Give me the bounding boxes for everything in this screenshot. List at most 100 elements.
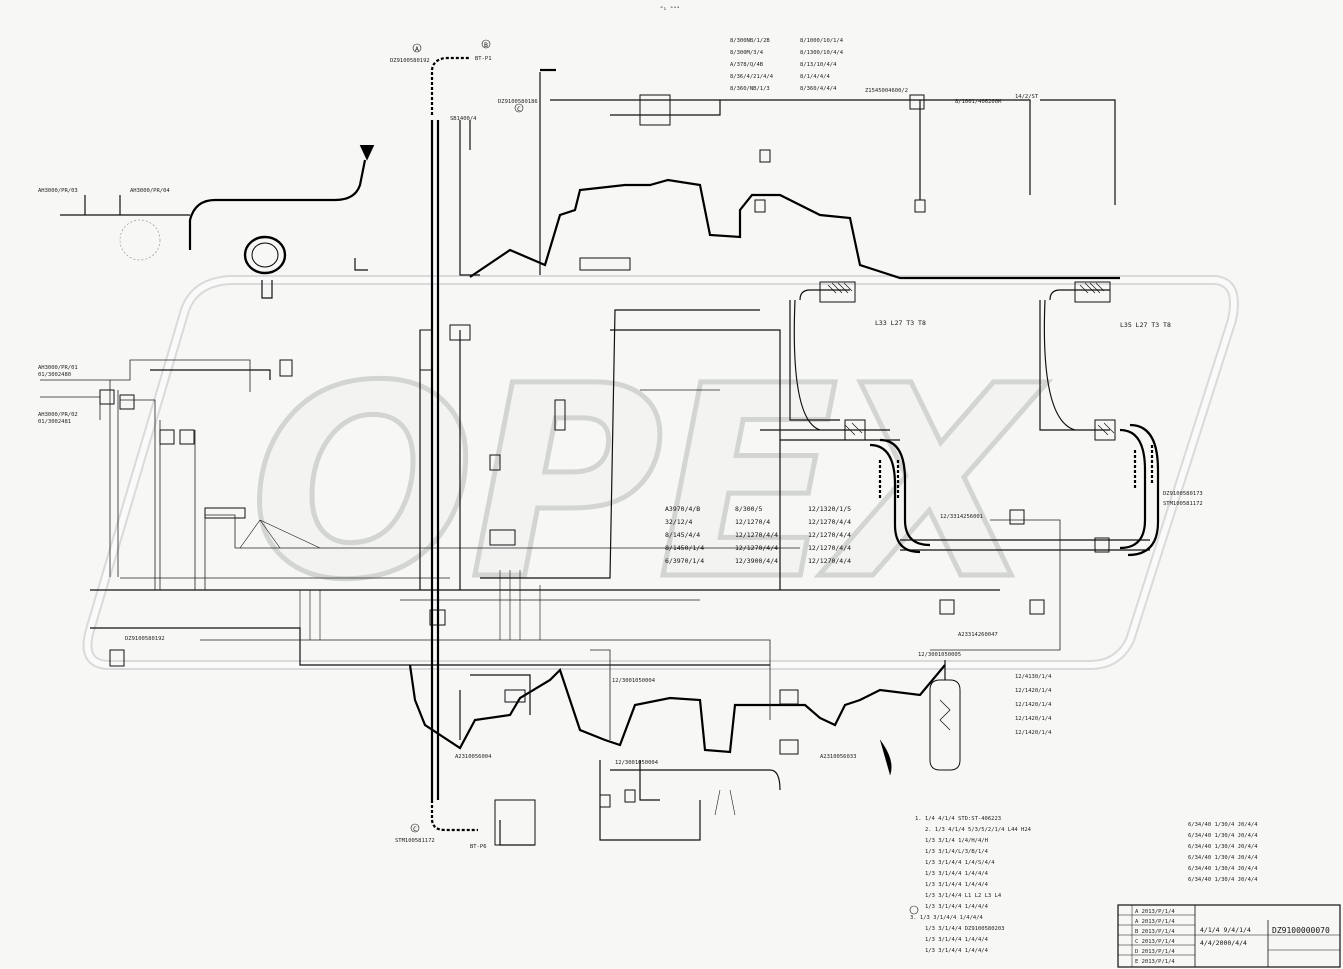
label-detail-a: A xyxy=(415,45,419,53)
list-item: 8/1300/10/4/4 xyxy=(800,50,844,56)
bottom-right-list: 6/34/40 1/30/4 J0/4/4 6/34/40 1/30/4 J0/… xyxy=(1188,822,1258,883)
label-right-pipe-code-2: STM100581172 xyxy=(1163,501,1203,507)
note-line: 1/3 3/1/4/4 L1 L2 L3 L4 xyxy=(925,893,1002,899)
table-cell: 12/1270/4/4 xyxy=(735,544,778,552)
dimension-ticks xyxy=(239,144,892,816)
watermark-text: OPEX xyxy=(250,330,1048,638)
label-top-right-code: Z1545004600/2 xyxy=(865,88,908,94)
list-item: 12/1420/1/4 xyxy=(1015,730,1052,736)
list-item: 8/1/4/4/4 xyxy=(800,74,830,80)
notes-block: 1. 1/4 4/1/4 STD:ST-406223 2. 1/3 4/1/4 … xyxy=(909,816,1032,954)
list-item: 8/36/4/21/4/4 xyxy=(730,74,774,80)
title-block-drawing-no: DZ9100000070 xyxy=(1272,926,1330,935)
list-item: 8/300NB/1/2B xyxy=(730,38,770,44)
list-item: 8/360/NB/1/3 xyxy=(730,86,770,92)
label-pipe-code-top: DZ9100580192 xyxy=(390,58,430,64)
list-item: 01/3002481 xyxy=(38,419,71,425)
top-center-list: 8/300NB/1/2B 8/300M/3/4 A/378/Q/4B 8/36/… xyxy=(730,38,844,92)
list-item: 8/13/10/4/4 xyxy=(800,62,837,68)
note-line: 1/3 3/1/4/4 1/4/S/4/4 xyxy=(925,860,995,866)
list-item: AH3000/PR/04 xyxy=(130,188,170,194)
list-item: AH3000/PR/02 xyxy=(38,412,78,418)
title-block: DZ9100000070 4/1/4 9/4/1/4 4/4/2000/4/4 … xyxy=(1117,904,1341,968)
list-item: 12/1420/1/4 xyxy=(1015,716,1052,722)
label-top-right-valve: 8/1001/406200M xyxy=(955,99,1002,105)
note-line: 1/3 3/1/4/4 DZ9100580203 xyxy=(925,926,1004,932)
note-line: 2. 1/3 4/1/4 5/3/5/2/1/4 L44 H24 xyxy=(925,827,1032,833)
title-block-row: C 2013/P/1/4 xyxy=(1135,939,1175,945)
title-block-row: B 2013/P/1/4 xyxy=(1135,929,1175,935)
list-item: AH3000/PR/01 xyxy=(38,365,78,371)
label-bottom-code-3: A2310056004 xyxy=(455,754,492,760)
title-block-row: A 2013/P/1/4 xyxy=(1135,909,1175,915)
title-block-title-1: 4/1/4 9/4/1/4 xyxy=(1200,926,1251,934)
note-line: 3. 1/3 3/1/4/4 1/4/4/4 xyxy=(910,915,984,921)
list-item: 12/4130/1/4 xyxy=(1015,674,1052,680)
list-item: A/378/Q/4B xyxy=(730,62,764,68)
label-right-pipe-code-1: DZ9100580173 xyxy=(1163,491,1203,497)
list-item: 8/1000/10/1/4 xyxy=(800,38,844,44)
title-block-row: D 2013/P/1/4 xyxy=(1135,949,1175,955)
list-item: 6/34/40 1/30/4 J0/4/4 xyxy=(1188,866,1258,872)
note-line: 1/3 3/1/4/4 1/4/4/4 xyxy=(925,882,989,888)
sheet-header-mark: ᵐ₁ ᵃᵃᵃ xyxy=(660,6,680,12)
label-bottom-detail: C xyxy=(413,825,417,833)
table-cell: 12/1270/4/4 xyxy=(735,531,778,539)
label-bottom-code-5: 12/3001050005 xyxy=(918,652,961,658)
label-bottom-code-2: 12/3001050004 xyxy=(615,760,659,766)
note-line: 1/3 3/1/4/L/3/B/1/4 xyxy=(925,849,989,855)
list-item: 6/34/40 1/30/4 J0/4/4 xyxy=(1188,855,1258,861)
watermark: OPEX xyxy=(82,275,1239,670)
table-cell: 6/3970/1/4 xyxy=(665,557,704,565)
table-cell: A3970/4/B xyxy=(665,505,700,513)
list-item: 8/300M/3/4 xyxy=(730,50,764,56)
table-cell: 8/145/4/4 xyxy=(665,531,700,539)
center-table-a: A3970/4/B 32/12/4 8/145/4/4 8/1450/1/4 6… xyxy=(665,505,704,565)
label-bottom-code-4: A2310056033 xyxy=(820,754,856,760)
table-cell: 32/12/4 xyxy=(665,518,692,526)
title-block-row: E 2013/P/1/4 xyxy=(1135,959,1175,965)
list-item: AH3000/PR/03 xyxy=(38,188,78,194)
list-item: 01/3002480 xyxy=(38,372,71,378)
left-labels: AH3000/PR/01 01/3002480 AH3000/PR/02 01/… xyxy=(38,188,170,425)
list-item: 6/34/40 1/30/4 J0/4/4 xyxy=(1188,844,1258,850)
label-top-right-note: 14/2/ST xyxy=(1015,94,1039,100)
right-list: 12/4130/1/4 12/1420/1/4 12/1420/1/4 12/1… xyxy=(1015,674,1052,736)
label-right-ref-2: A23314260047 xyxy=(958,632,998,638)
top-left-pipes xyxy=(60,159,368,299)
label-bottom-part: BT-P6 xyxy=(470,844,487,850)
title-block-title-2: 4/4/2000/4/4 xyxy=(1200,939,1247,947)
hatch-blocks xyxy=(827,282,1115,436)
bottom-pipes xyxy=(430,649,961,846)
list-item: 12/1420/1/4 xyxy=(1015,688,1052,694)
list-item: 8/360/4/4/4 xyxy=(800,86,837,92)
list-item: 6/34/40 1/30/4 J0/4/4 xyxy=(1188,822,1258,828)
table-cell: 8/1450/1/4 xyxy=(665,544,704,552)
label-bottom-code: STM100581172 xyxy=(395,838,435,844)
label-detail-c: C xyxy=(517,105,521,113)
label-right-valve-2: L35 L27 T3 T8 xyxy=(1120,321,1171,329)
label-bolt: SB1400/4 xyxy=(450,116,477,122)
note-line: 1/3 3/1/4 1/4/H/4/H xyxy=(925,838,988,844)
frame-outline-bottom xyxy=(408,664,946,754)
label-right-ref-1: 12/3314256001 xyxy=(940,514,983,520)
table-cell: 12/1270/4/4 xyxy=(808,557,851,565)
list-item: 6/34/40 1/30/4 J0/4/4 xyxy=(1188,877,1258,883)
table-cell: 12/1270/4/4 xyxy=(808,531,851,539)
table-cell: 12/3900/4/4 xyxy=(735,557,778,565)
table-cell: 12/1270/4/4 xyxy=(808,518,851,526)
note-line: 1/3 3/1/4/4 1/4/4/4 xyxy=(925,948,989,954)
frame-outline-top xyxy=(469,178,1120,280)
label-detail-b: B xyxy=(484,41,488,49)
table-cell: 12/1320/1/5 xyxy=(808,505,851,513)
center-table-b: 8/300/5 12/1270/4 12/1270/4/4 12/1270/4/… xyxy=(735,505,778,565)
label-p-code: DZ9100580186 xyxy=(498,99,538,105)
note-line: 1/3 3/1/4/4 1/4/4/4 xyxy=(925,937,989,943)
label-right-valve-1: L33 L27 T3 T8 xyxy=(875,319,926,327)
label-bottom-left-pipe: DZ9100580192 xyxy=(125,636,165,642)
center-table-c: 12/1320/1/5 12/1270/4/4 12/1270/4/4 12/1… xyxy=(808,505,851,565)
label-part-ref: BT-P1 xyxy=(475,56,492,62)
list-item: 6/34/40 1/30/4 J0/4/4 xyxy=(1188,833,1258,839)
table-cell: 12/1270/4 xyxy=(735,518,770,526)
